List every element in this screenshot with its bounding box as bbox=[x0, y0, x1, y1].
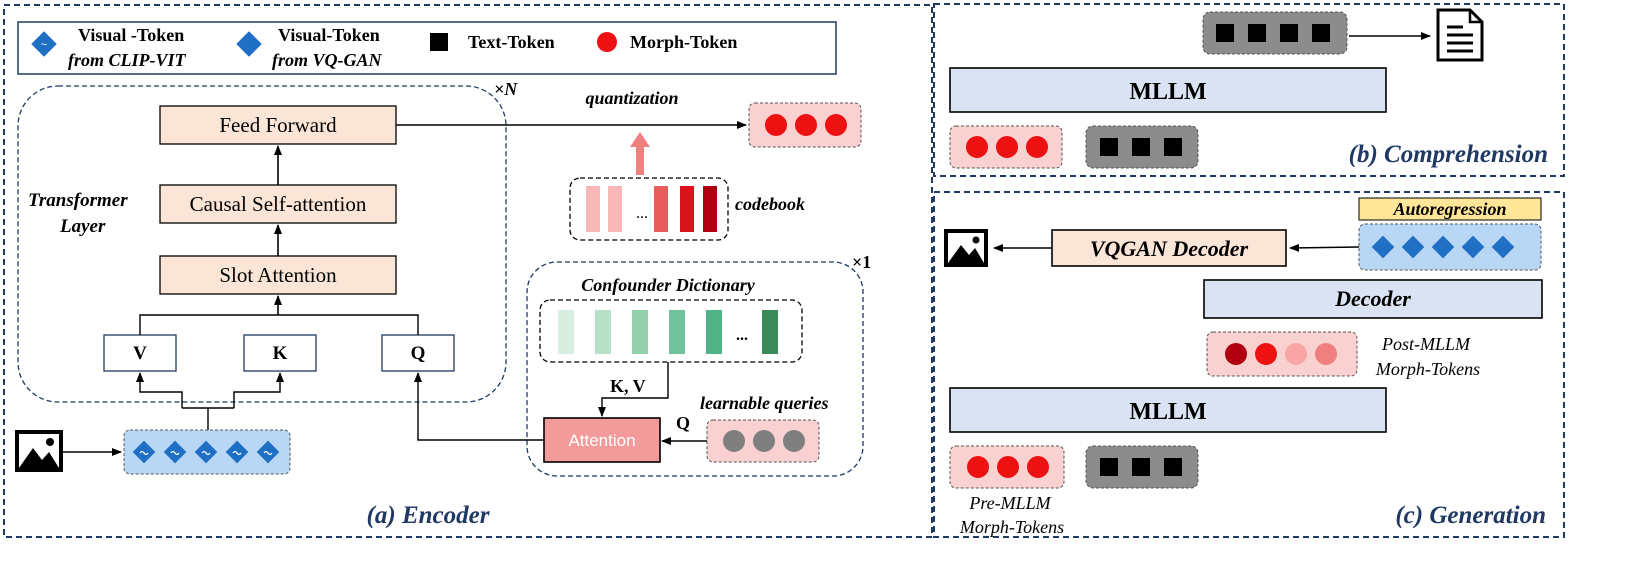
legend-text-token: Text-Token bbox=[468, 32, 555, 52]
svg-text:~: ~ bbox=[41, 39, 47, 51]
comprehension-panel bbox=[933, 3, 1565, 177]
autoregression-tag: Autoregression bbox=[1358, 197, 1542, 221]
confounder-module-box bbox=[526, 261, 864, 477]
decoder-block: Decoder bbox=[1203, 279, 1543, 319]
transformer-layer-label-1: Transformer bbox=[28, 190, 128, 211]
slot-attention-block: Slot Attention bbox=[159, 255, 397, 295]
query-q-label: Q bbox=[676, 413, 690, 433]
post-mllm-label-2: Morph-Tokens bbox=[1375, 359, 1480, 379]
repeat-n-label: ×N bbox=[494, 79, 518, 99]
legend-clip-line2: from CLIP-VIT bbox=[68, 50, 187, 70]
codebook-ellipsis: ... bbox=[636, 205, 648, 222]
causal-self-attention-block: Causal Self-attention bbox=[159, 184, 397, 224]
comprehension-caption: (b) Comprehension bbox=[1349, 141, 1548, 168]
generation-text-tokens bbox=[1085, 445, 1199, 489]
slot-attention-label: Slot Attention bbox=[219, 263, 337, 287]
codebook-label: codebook bbox=[735, 194, 805, 214]
learnable-queries bbox=[706, 419, 820, 463]
post-mllm-label-1: Post-MLLM bbox=[1381, 334, 1471, 354]
feed-forward-block: Feed Forward bbox=[159, 105, 397, 145]
clip-token-strip bbox=[123, 429, 291, 475]
post-mllm-morph-tokens bbox=[1206, 331, 1358, 377]
encoder-caption: (a) Encoder bbox=[367, 502, 490, 529]
confounder-dictionary: ... bbox=[539, 299, 803, 363]
v-box: V bbox=[103, 334, 177, 372]
causal-self-attention-label: Causal Self-attention bbox=[190, 192, 367, 216]
comprehension-morph-tokens bbox=[949, 125, 1063, 169]
learnable-queries-label: learnable queries bbox=[700, 393, 829, 413]
legend-clip-line1: Visual -Token bbox=[78, 25, 184, 45]
k-box: K bbox=[243, 334, 317, 372]
clip-token bbox=[256, 440, 280, 464]
pre-mllm-label-1: Pre-MLLM bbox=[968, 493, 1051, 513]
comprehension-output-text-tokens bbox=[1202, 11, 1348, 55]
transformer-layer-label-2: Layer bbox=[59, 216, 106, 237]
encoder-panel bbox=[3, 4, 933, 538]
kv-label: K, V bbox=[610, 376, 646, 396]
autoregression-label: Autoregression bbox=[1392, 199, 1506, 219]
q-label: Q bbox=[411, 343, 426, 364]
generation-panel bbox=[933, 191, 1565, 538]
text-token-icon bbox=[430, 33, 448, 51]
codebook: ... bbox=[569, 177, 729, 241]
vqgan-decoder-label: VQGAN Decoder bbox=[1090, 236, 1249, 261]
legend-morph-token: Morph-Token bbox=[630, 32, 737, 52]
pre-mllm-morph-tokens bbox=[949, 445, 1065, 489]
vqgan-decoder-block: VQGAN Decoder bbox=[1051, 229, 1287, 267]
generation-vqgan-tokens bbox=[1358, 223, 1542, 271]
document-icon bbox=[1436, 8, 1484, 62]
dict-ellipsis: ... bbox=[736, 327, 748, 344]
output-image-icon bbox=[944, 229, 988, 267]
k-label: K bbox=[273, 343, 288, 364]
attention-block: Attention bbox=[543, 417, 661, 463]
legend-vqgan-line1: Visual-Token bbox=[278, 25, 380, 45]
confounder-dictionary-label: Confounder Dictionary bbox=[581, 275, 756, 295]
clip-token-icon: ~ bbox=[31, 31, 57, 57]
generation-caption: (c) Generation bbox=[1395, 502, 1546, 529]
generation-mllm-label: MLLM bbox=[1129, 399, 1206, 425]
morph-token-output bbox=[748, 102, 862, 148]
q-box: Q bbox=[381, 334, 455, 372]
generation-mllm: MLLM bbox=[949, 387, 1387, 433]
comprehension-text-tokens bbox=[1085, 125, 1199, 169]
decoder-label: Decoder bbox=[1334, 286, 1411, 311]
input-image-icon bbox=[15, 430, 63, 472]
repeat-1-label: ×1 bbox=[852, 252, 871, 272]
attention-label: Attention bbox=[568, 431, 635, 450]
quantization-label: quantization bbox=[585, 88, 678, 108]
transformer-layer-box bbox=[17, 85, 507, 403]
v-label: V bbox=[133, 343, 147, 364]
morph-token-icon bbox=[597, 32, 617, 52]
quantization-arrow bbox=[630, 132, 650, 175]
pre-mllm-label-2: Morph-Tokens bbox=[959, 517, 1064, 537]
feed-forward-label: Feed Forward bbox=[219, 113, 337, 137]
legend: ~ Visual -Token from CLIP-VIT Visual-Tok… bbox=[17, 21, 837, 75]
legend-vqgan-line2: from VQ-GAN bbox=[272, 50, 383, 70]
comprehension-mllm-label: MLLM bbox=[1129, 79, 1206, 105]
comprehension-mllm: MLLM bbox=[949, 67, 1387, 113]
